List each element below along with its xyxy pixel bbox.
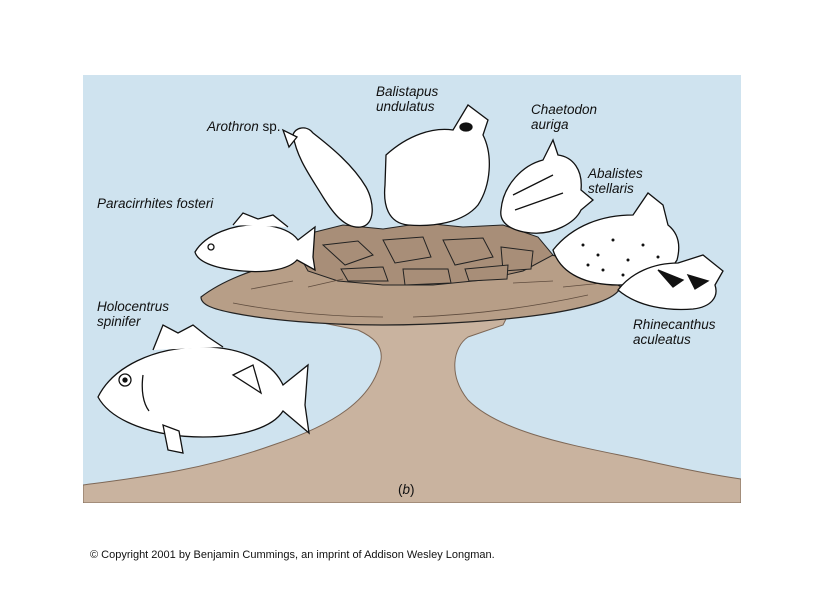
copyright-notice: © Copyright 2001 by Benjamin Cummings, a… <box>90 549 495 561</box>
panel-label: (b) <box>398 482 415 497</box>
label-arothron-sp: Arothron sp. <box>207 119 281 134</box>
coral-texture <box>232 278 604 318</box>
fish-layer <box>97 104 724 454</box>
label-paracirrhites-fosteri: Paracirrhites fosteri <box>97 196 214 211</box>
illustration-canvas <box>83 222 741 503</box>
paracirrhites-fosteri-fish <box>194 212 316 273</box>
holocentrus-spinifer-fish <box>97 324 310 454</box>
arothron-fish <box>281 127 373 228</box>
coral-ridges <box>297 222 554 286</box>
rhinecanthus-aculeatus-fish <box>617 254 724 311</box>
chaetodon-auriga-fish <box>500 138 595 234</box>
abalistes-stellaris-fish <box>552 192 680 286</box>
balistapus-undulatus-fish <box>383 104 490 227</box>
